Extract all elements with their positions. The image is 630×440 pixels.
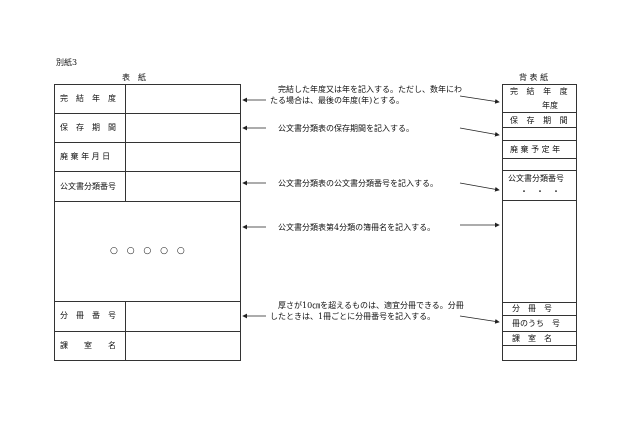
spine-rule [502,345,577,346]
spine-rule [502,140,577,141]
spine-row-completion-year: 完 結 年 度 [510,87,571,96]
spine-rule [502,331,577,332]
front-cover-title: 表 紙 [122,73,146,82]
spine-row-classification-number: 公文書分類番号 [508,174,564,183]
front-row-completion-year: 完 結 年 度 [60,94,116,103]
spine-rule [502,112,577,113]
arrow-right-retention-period [459,127,500,137]
note-completion-year-1: 完結した年度又は年を記入する。ただし、数年にわ [278,85,462,94]
front-cover-rule [54,171,241,172]
front-row-disposal-date: 廃 棄 年 月 日 [60,152,111,161]
front-row-retention-period: 保 存 期 間 [60,123,116,132]
spine-row-retention-period: 保 存 期 間 [510,116,571,125]
note-completion-year-2: たる場合は、最後の年度(年)とする。 [270,96,405,105]
note-retention-period: 公文書分類表の保存期間を記入する。 [278,124,414,133]
arrow-right-volume-number [459,315,500,324]
spine-row-section-name: 課 室 名 [512,334,552,343]
note-volume-title: 公文書分類表第4分類の簿冊名を記入する。 [278,223,436,232]
front-row-volume-number: 分 冊 番 号 [60,311,116,320]
spine-row-volume-of: 冊のうち 号 [512,319,560,328]
spine-row-dots: ・ ・ ・ [520,187,560,196]
front-cover-rule [54,201,241,202]
front-row-classification-number: 公文書分類番号 [60,182,116,191]
note-volume-number-2: したときは、1冊ごとに分冊番号を記入する。 [270,312,436,321]
spine-frame [502,84,577,361]
spine-rule [502,315,577,316]
front-cover-frame [54,84,241,361]
spine-rule [502,158,577,159]
arrow-right-completion-year [459,95,500,104]
front-volume-title: ○ ○ ○ ○ ○ [110,246,188,256]
front-cover-rule [54,331,241,332]
appendix-label: 別紙3 [56,58,78,67]
spine-row-planned-disposal: 廃 棄 予 定 年 [510,145,561,154]
spine-rule [502,170,577,171]
spine-row-volume-number: 分 冊 号 [512,304,552,313]
note-volume-number-1: 厚さが10㎝を超えるものは、適宜分冊できる。分冊 [278,301,464,310]
front-row-section-name: 課 室 名 [60,341,116,350]
arrow-right-classification-number [459,182,500,192]
spine-title: 背 表 紙 [519,73,549,82]
note-classification-number: 公文書分類表の公文書分類番号を記入する。 [278,179,438,188]
front-cover-rule [54,113,241,114]
spine-rule [502,127,577,128]
front-cover-rule [54,142,241,143]
front-cover-rule [54,301,241,302]
spine-rule [502,200,577,201]
spine-rule [502,302,577,303]
spine-row-year: 年度 [542,101,558,110]
